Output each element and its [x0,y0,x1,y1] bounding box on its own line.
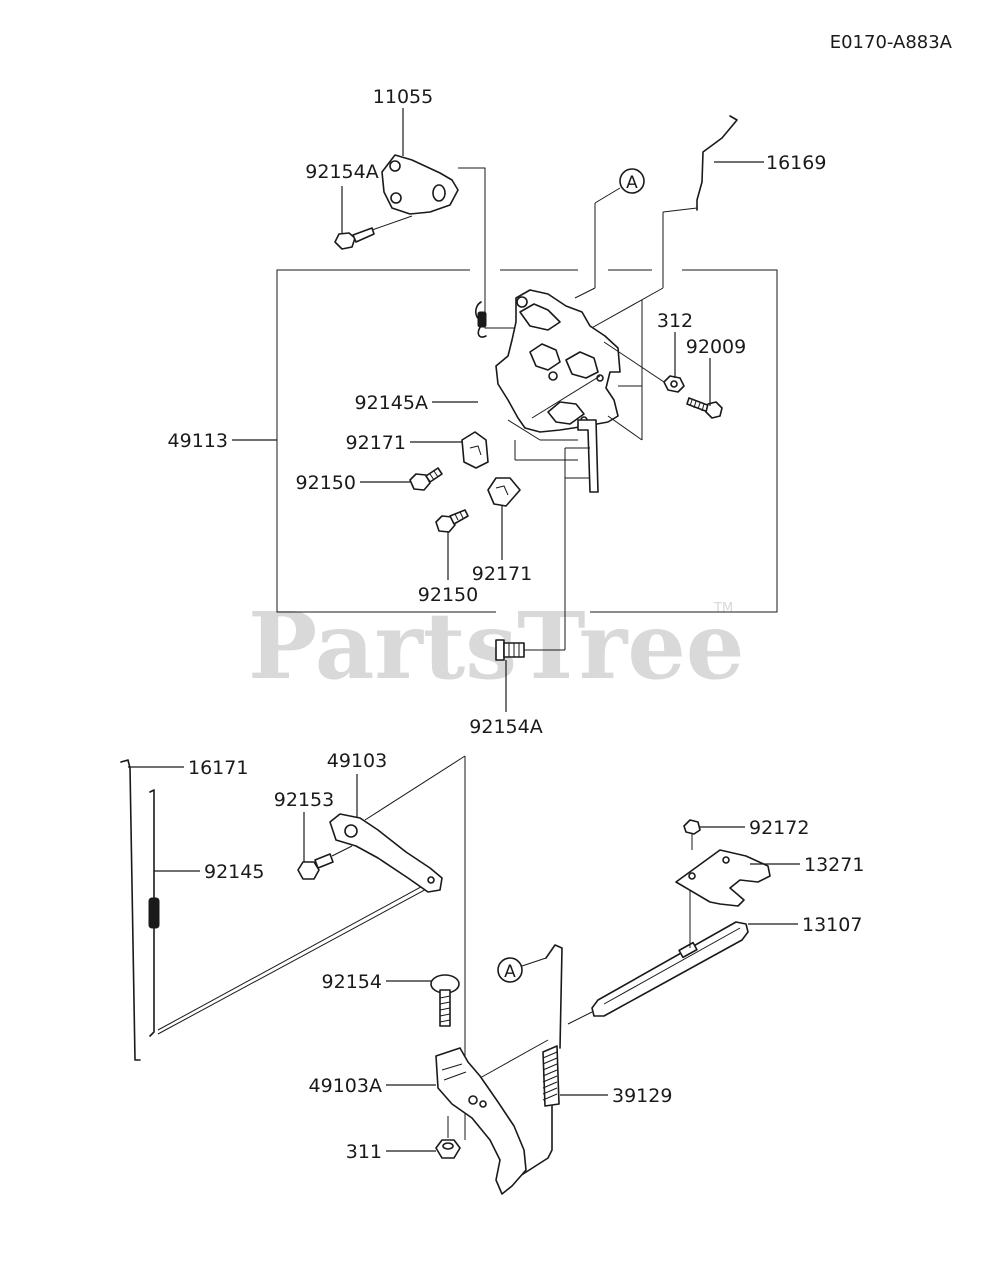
spring-39129 [479,944,563,1177]
label-92145a: 92145A [355,392,428,414]
label-92153: 92153 [274,789,334,811]
watermark-trademark: TM [713,601,733,616]
label-92009: 92009 [686,336,746,358]
label-92154a-top: 92154A [305,161,378,183]
label-13107: 13107 [802,914,862,936]
svg-text:A: A [504,962,516,982]
lever-49103 [329,813,443,893]
top-leaders [232,108,764,712]
label-92154a-bottom: 92154A [469,716,542,738]
bolt-92150-upper [409,467,443,491]
label-49113: 49113 [168,430,228,452]
label-39129: 39129 [612,1085,672,1107]
label-92145: 92145 [204,861,264,883]
diagram-code: E0170-A883A [830,32,953,53]
label-16171: 16171 [188,757,248,779]
label-16169: 16169 [766,152,826,174]
lever-49103a [435,1047,527,1195]
screw-92172 [683,819,701,850]
bolt-92009 [686,397,723,419]
spring-92145 [148,789,160,1037]
bolt-92153 [297,845,353,880]
label-92154: 92154 [322,971,382,993]
bottom-leaders [128,766,800,1152]
label-92150-lower: 92150 [418,584,478,606]
link-11055-to-plate [458,167,520,329]
bolt-92154 [430,974,460,1027]
label-13271: 13271 [804,854,864,876]
spring-92145a [474,301,487,338]
label-92171-lower: 92171 [472,563,532,585]
bracket-11055 [381,154,459,215]
label-92150-upper: 92150 [296,472,356,494]
bolt-92154a-top [334,215,413,250]
svg-text:A: A [626,173,638,193]
bolt-92154a-bottom [495,639,565,661]
label-49103: 49103 [327,750,387,772]
label-311: 311 [346,1141,382,1163]
control-plate-49113 [495,289,643,650]
reference-marker-a-bottom: A [497,957,547,983]
clip-92171-upper [461,431,489,469]
nut-312 [603,341,685,393]
label-11055: 11055 [373,86,433,108]
rod-16171 [120,759,141,1061]
label-49103a: 49103A [309,1075,382,1097]
plate-13271 [675,849,771,907]
nut-311 [435,1116,461,1159]
reference-marker-a-top: A [574,168,645,299]
label-92171-upper: 92171 [346,432,406,454]
clip-92171-lower [487,477,521,507]
bolt-92150-lower [435,509,469,533]
label-92172: 92172 [749,817,809,839]
rod-16169 [587,115,738,331]
label-312: 312 [657,310,693,332]
assembly-box-49113 [276,269,778,613]
